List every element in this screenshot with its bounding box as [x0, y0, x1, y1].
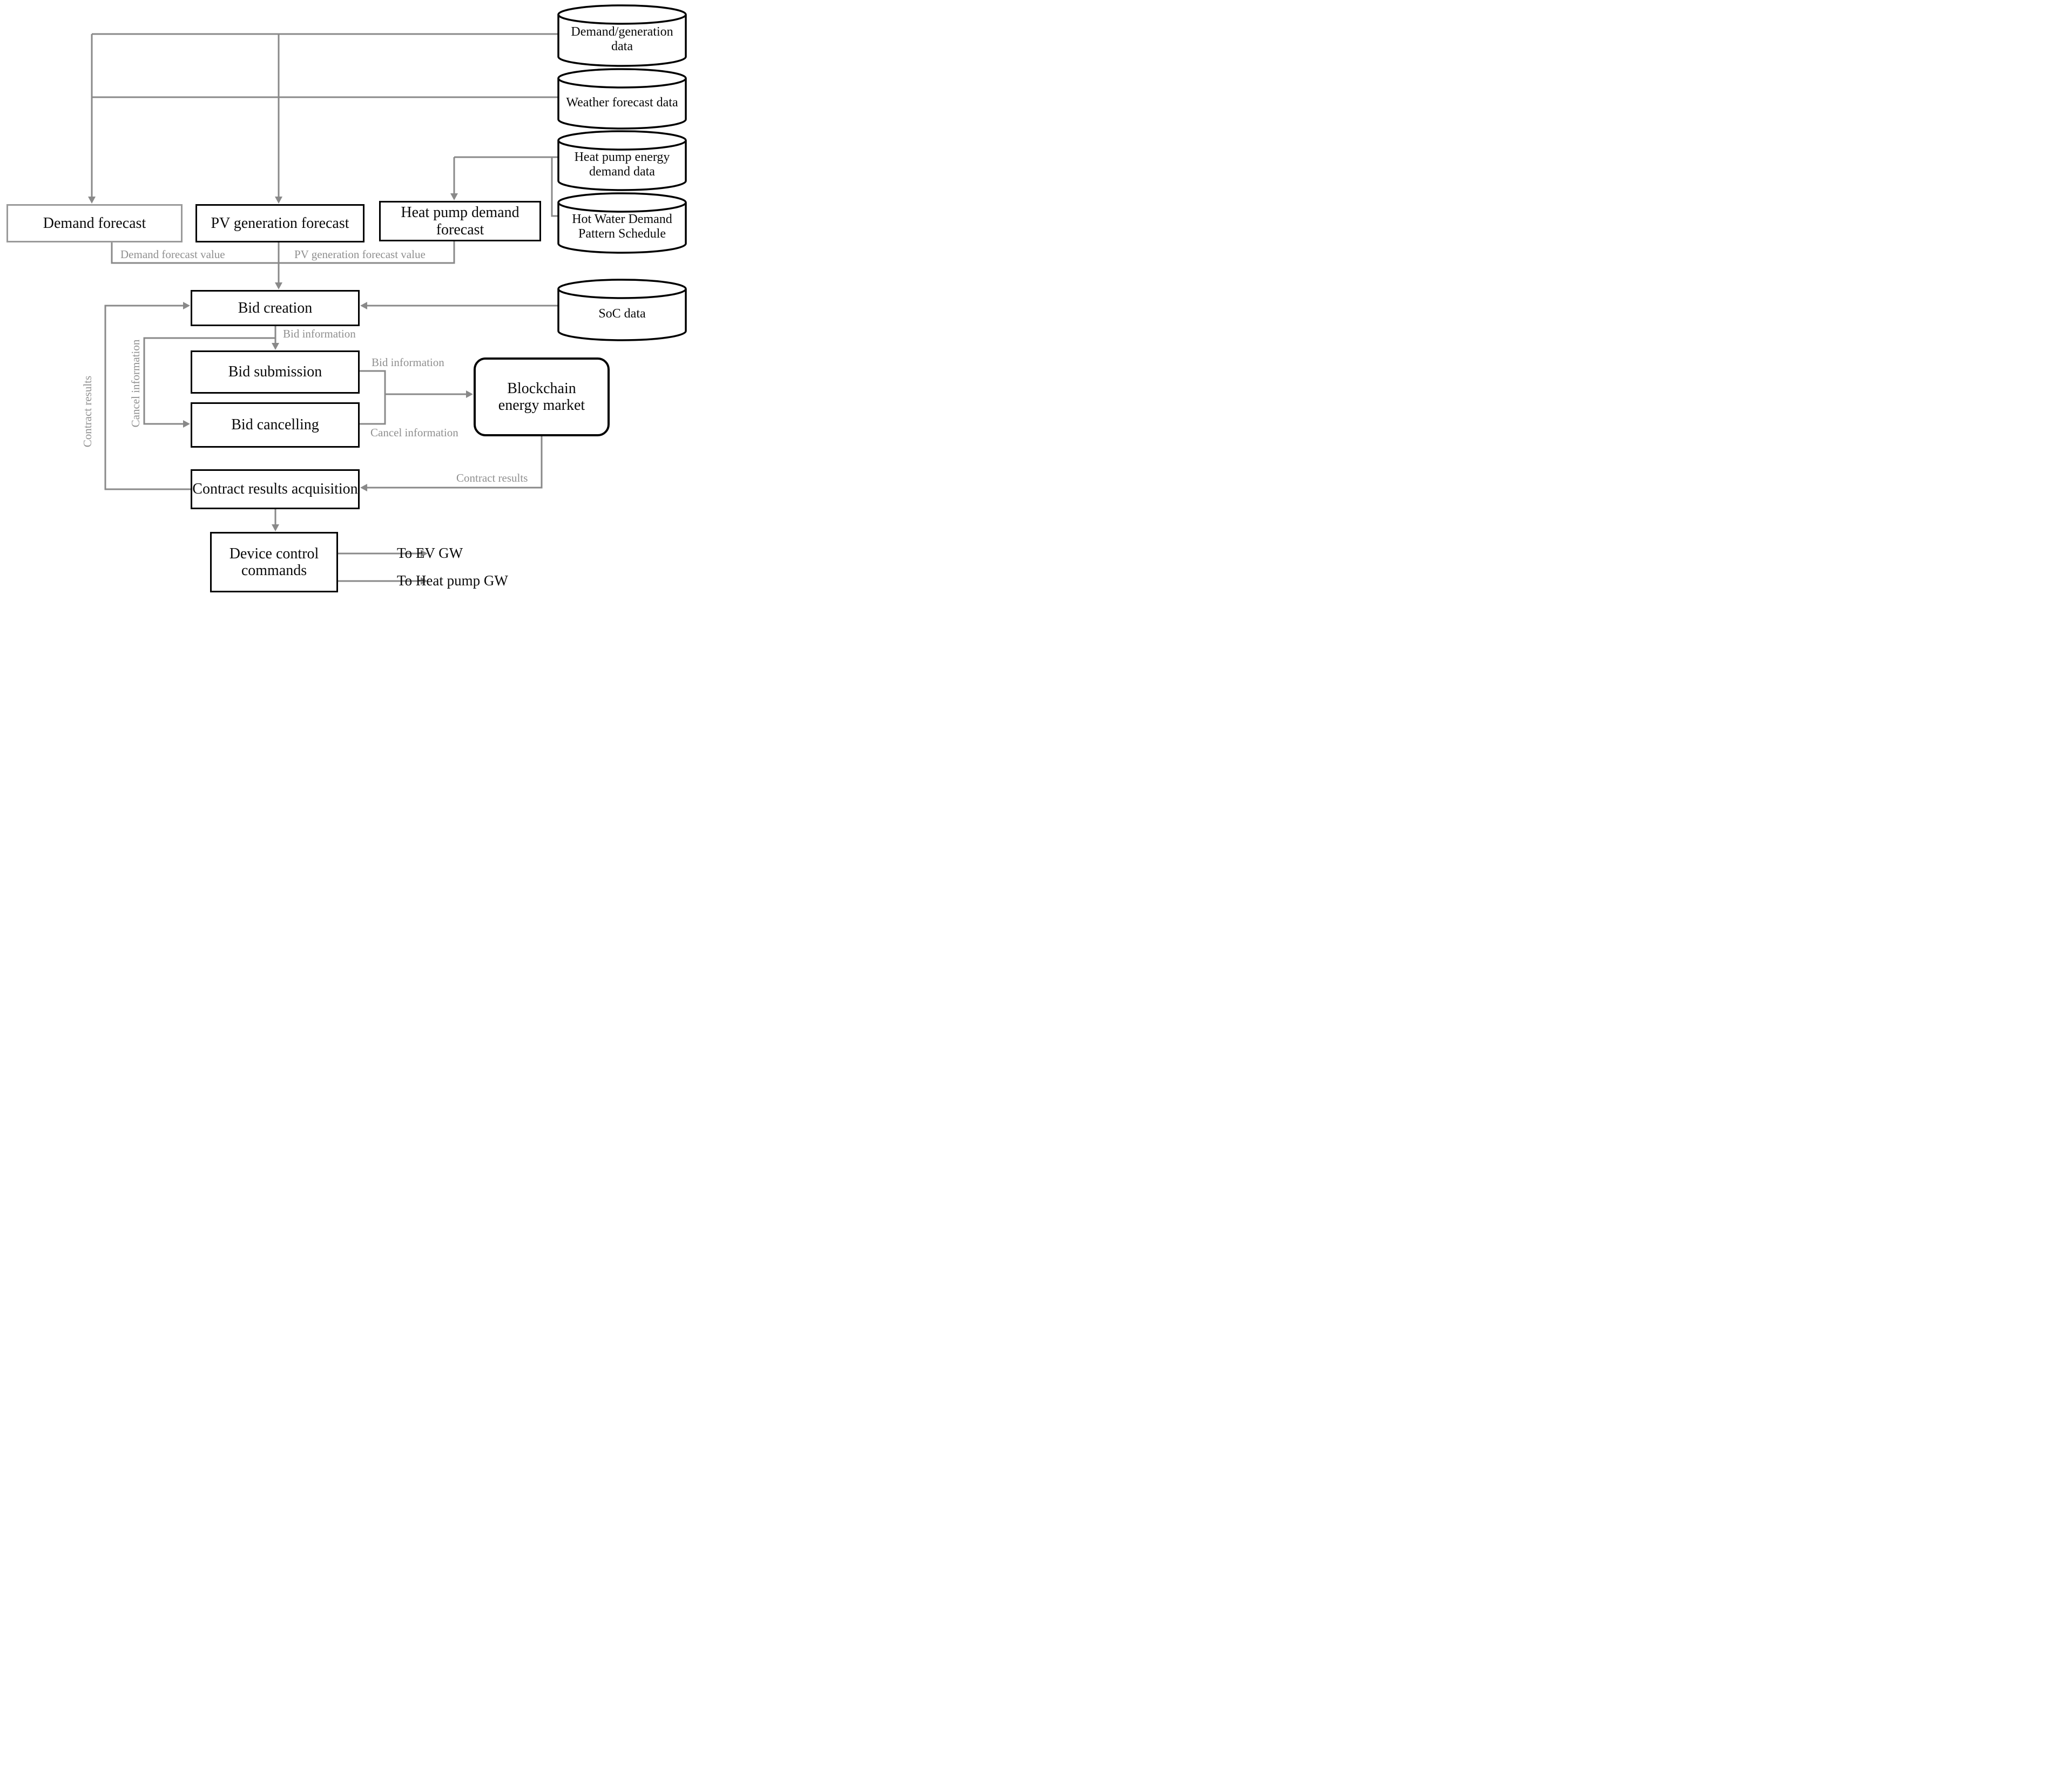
- cylinder-hotwater-top: [557, 192, 687, 213]
- edge-label-contract-results-vertical: Contract results: [81, 375, 95, 448]
- edge-label-bid-information-market: Bid information: [372, 356, 444, 369]
- datastore-weather-forecast-data: Weather forecast data: [558, 80, 686, 125]
- output-to-heat-pump-gw: To Heat pump GW: [397, 572, 508, 589]
- edge-label-demand-forecast-value: Demand forecast value: [120, 248, 225, 261]
- node-bid-submission: Bid submission: [191, 350, 360, 394]
- node-device-control-commands: Device control commands: [210, 532, 338, 592]
- edge-label-bid-information-down: Bid information: [283, 327, 356, 340]
- connector-layer: [88, 4, 687, 585]
- cylinder-hp-energy-body: [557, 140, 687, 191]
- cylinder-hotwater-body: [557, 202, 687, 254]
- edge-contract-results-market: [367, 436, 543, 489]
- arrow-soc-into-bid-creation: [360, 302, 367, 309]
- node-contract-results-acquisition-label: Contract results acquisition: [192, 481, 358, 498]
- edge-demand-forecast-value: [111, 242, 279, 264]
- datastore-hot-water-demand-pattern-schedule: Hot Water Demand Pattern Schedule: [558, 204, 686, 249]
- cylinder-soc-body: [557, 289, 687, 341]
- arrow-into-pv-forecast: [275, 197, 282, 204]
- output-to-ev-gw: To EV GW: [397, 545, 463, 561]
- arrow-into-demand-forecast: [88, 197, 96, 204]
- arrow-into-bid-cancelling: [183, 420, 190, 428]
- cylinder-weather-body: [557, 78, 687, 130]
- arrow-into-bid-creation-top: [275, 282, 282, 289]
- edge-label-cancel-information-vertical: Cancel information: [129, 339, 143, 428]
- arrow-into-bid-submission: [272, 343, 279, 350]
- datastore-heat-pump-energy-demand-data-label: Heat pump energy demand data: [574, 150, 670, 179]
- datastore-soc-data-label: SoC data: [598, 306, 646, 321]
- connector-lines: [91, 33, 558, 582]
- node-blockchain-energy-market-label: Blockchain energy market: [498, 380, 585, 414]
- cylinder-hp-energy-top: [557, 130, 687, 151]
- edge-bid-cancel-merge: [360, 370, 386, 425]
- node-bid-cancelling-label: Bid cancelling: [231, 416, 319, 434]
- node-blockchain-energy-market: Blockchain energy market: [474, 357, 610, 436]
- node-bid-creation: Bid creation: [191, 290, 360, 326]
- node-demand-forecast-label: Demand forecast: [43, 214, 146, 232]
- arrow-to-heat-pump-gw: [421, 577, 428, 585]
- arrowheads: [88, 193, 473, 585]
- arrow-into-acquisition: [360, 484, 367, 491]
- arrow-into-device-commands: [272, 524, 279, 531]
- node-device-control-commands-label: Device control commands: [229, 545, 319, 579]
- node-contract-results-acquisition: Contract results acquisition: [191, 469, 360, 509]
- arrow-to-ev-gw: [421, 550, 428, 557]
- node-heat-pump-demand-forecast-label: Heat pump demand forecast: [401, 204, 519, 238]
- arrow-into-market: [466, 390, 473, 398]
- node-bid-creation-label: Bid creation: [238, 299, 313, 316]
- edge-hp-forecast-value: [279, 241, 455, 264]
- arrow-into-hp-forecast: [450, 193, 458, 200]
- node-bid-cancelling: Bid cancelling: [191, 402, 360, 448]
- node-demand-forecast: Demand forecast: [6, 204, 183, 242]
- edge-label-pv-generation-forecast-value: PV generation forecast value: [294, 248, 426, 261]
- datastore-weather-forecast-data-label: Weather forecast data: [566, 95, 678, 110]
- cylinder-soc-top: [557, 279, 687, 299]
- datastore-soc-data: SoC data: [558, 291, 686, 337]
- datastore-heat-pump-energy-demand-data: Heat pump energy demand data: [558, 142, 686, 187]
- datastore-hot-water-demand-pattern-schedule-label: Hot Water Demand Pattern Schedule: [572, 212, 672, 241]
- node-pv-generation-forecast-label: PV generation forecast: [211, 214, 349, 232]
- datastore-shapes: [557, 4, 687, 341]
- edge-label-cancel-information-market: Cancel information: [370, 426, 458, 439]
- edge-contract-results-loop: [104, 305, 191, 490]
- datastore-demand-generation-data-label: Demand/generation data: [571, 25, 673, 53]
- arrow-loop-into-bid-creation: [183, 302, 190, 309]
- datastore-demand-generation-data: Demand/generation data: [558, 16, 686, 63]
- cylinder-weather-top: [557, 68, 687, 89]
- node-pv-generation-forecast: PV generation forecast: [195, 204, 365, 242]
- edge-label-contract-results-market: Contract results: [456, 471, 528, 484]
- node-heat-pump-demand-forecast: Heat pump demand forecast: [379, 201, 541, 241]
- cylinder-demandgen-top: [557, 4, 687, 25]
- cylinder-demandgen-body: [557, 15, 687, 67]
- flowchart-diagram: Demand forecast PV generation forecast H…: [0, 0, 691, 595]
- edge-cancel-information-loop: [143, 337, 275, 425]
- edge-hotwater-data: [551, 157, 558, 217]
- node-bid-submission-label: Bid submission: [228, 363, 322, 381]
